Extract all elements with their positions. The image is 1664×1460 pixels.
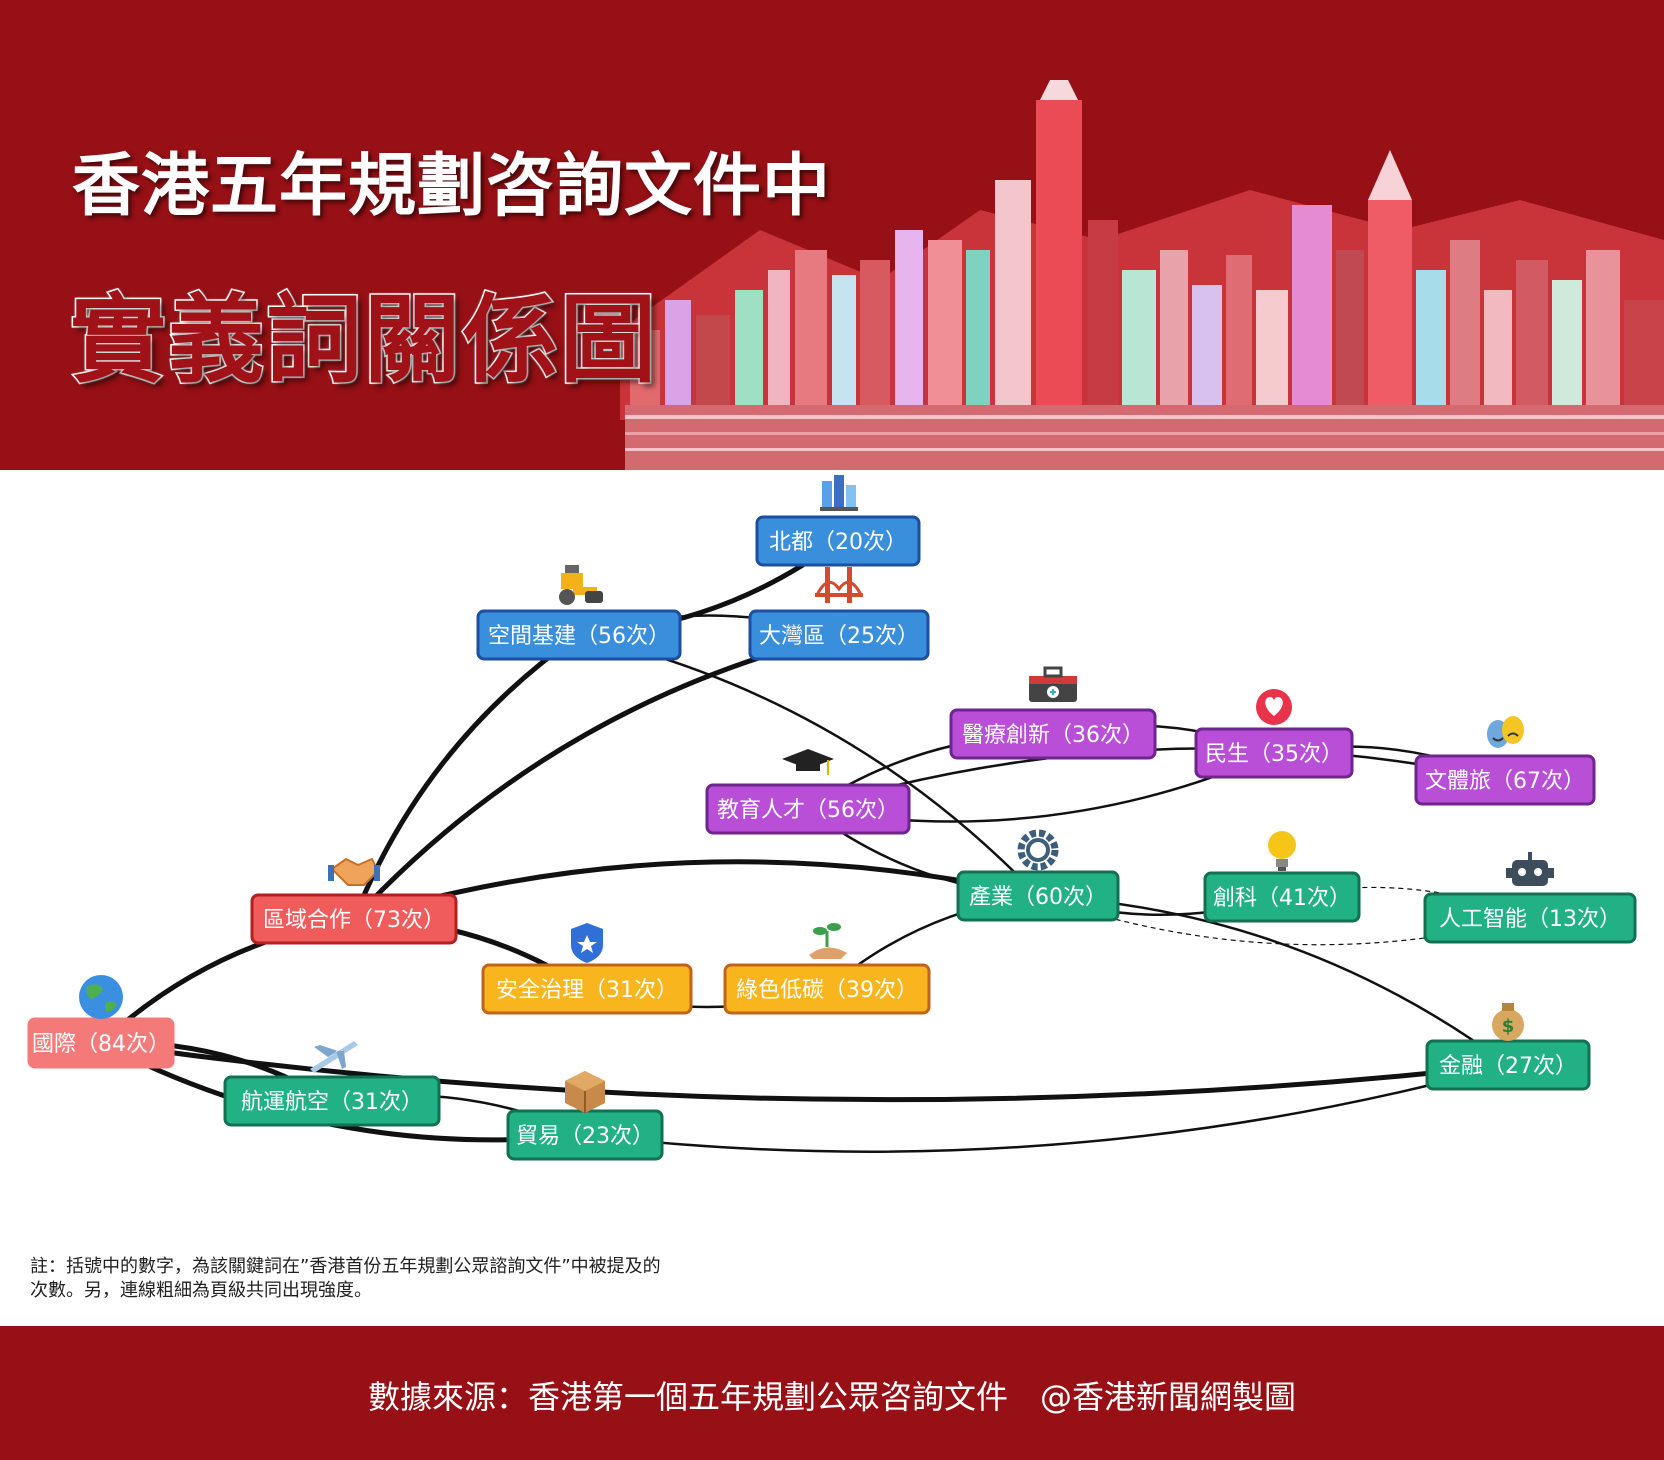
svg-text:$: $: [1502, 1016, 1515, 1037]
keyword-relation-diagram: 北都（20次） 空間基建（56次） 大灣區（25次） 醫療創新（36次） 民生（35次）…: [27, 475, 1637, 1161]
node-label: 安全治理（31次）: [496, 978, 678, 1003]
node-box: [481, 963, 693, 1015]
data-source: 數據來源：香港第一個五年規劃公眾咨詢文件 @香港新聞網製圖: [367, 1378, 1296, 1416]
node-box: [250, 893, 458, 945]
header-banner: 香港五年規劃咨詢文件中 實義詞關係圖: [0, 0, 1664, 470]
edge-n_maoyi-n_jinrong: [584, 1063, 1509, 1153]
package-icon: [565, 1071, 605, 1113]
robot-icon: [1506, 852, 1554, 886]
node-box: [476, 609, 682, 661]
hong-kong-skyline-illustration: [620, 80, 1664, 470]
node-box: [223, 1075, 441, 1127]
node-label: 區域合作（73次）: [263, 908, 445, 933]
globe-icon: [79, 975, 123, 1019]
node-box: [949, 708, 1157, 760]
node-box: [723, 963, 931, 1015]
node-label: 航運航空（31次）: [241, 1090, 423, 1115]
node-label: 產業（60次）: [969, 885, 1107, 910]
node-label: 創科（41次）: [1213, 886, 1351, 911]
bridge-icon: [815, 567, 863, 603]
node-yiliao: 醫療創新（36次）: [949, 666, 1157, 760]
node-label: 空間基建（56次）: [488, 624, 670, 649]
node-label: 醫療創新（36次）: [962, 723, 1144, 748]
node-chuangke: 創科（41次）: [1203, 831, 1361, 923]
node-label: 綠色低碳（39次）: [736, 978, 918, 1003]
node-hangyun: 航運航空（31次）: [223, 1041, 441, 1127]
node-box: [705, 783, 911, 835]
node-box: [755, 515, 921, 567]
node-box: [748, 609, 930, 661]
money-bag-icon: $: [1492, 1003, 1524, 1041]
node-chanye: 產業（60次）: [956, 829, 1120, 922]
page-subtitle: 實義詞關係圖: [69, 283, 658, 398]
node-kongjian: 空間基建（56次）: [476, 565, 682, 661]
node-label: 人工智能（13次）: [1439, 907, 1621, 932]
airplane-icon: [310, 1041, 358, 1073]
node-label: 教育人才（56次）: [717, 798, 899, 823]
seedling-icon: [809, 923, 847, 959]
node-beidu: 北都（20次）: [755, 475, 921, 567]
node-dawan: 大灣區（25次）: [748, 567, 930, 661]
node-box: [1423, 892, 1637, 944]
node-label: 民生（35次）: [1205, 742, 1343, 767]
shield-icon: [571, 923, 603, 963]
heart-icon: [1256, 689, 1292, 725]
node-label: 大灣區（25次）: [759, 624, 919, 649]
footer-banner: 數據來源：香港第一個五年規劃公眾咨詢文件 @香港新聞網製圖: [0, 1326, 1664, 1460]
node-label: 金融（27次）: [1439, 1054, 1577, 1079]
node-guoji: 國際（84次）: [27, 975, 175, 1069]
node-label: 國際（84次）: [32, 1032, 170, 1057]
node-maoyi: 貿易（23次）: [506, 1071, 664, 1161]
graduation-cap-icon: [782, 749, 834, 775]
node-box: [956, 870, 1120, 922]
theater-masks-icon: [1487, 716, 1524, 748]
light-bulb-icon: [1268, 831, 1296, 871]
road-roller-icon: [559, 565, 603, 605]
nodes-layer: 北都（20次） 空間基建（56次） 大灣區（25次） 醫療創新（36次） 民生（35次）…: [27, 475, 1637, 1161]
medical-kit-icon: [1029, 666, 1077, 702]
node-label: 北都（20次）: [769, 530, 907, 555]
node-box: [1203, 871, 1361, 923]
node-minsheng: 民生（35次）: [1194, 689, 1354, 779]
node-box: [1414, 754, 1596, 806]
buildings-icon: [820, 475, 858, 511]
node-box: [1194, 727, 1354, 779]
node-lvse: 綠色低碳（39次）: [723, 923, 931, 1015]
handshake-icon: [328, 857, 380, 886]
node-jiaoyu: 教育人才（56次）: [705, 749, 911, 835]
node-label: 文體旅（67次）: [1425, 769, 1585, 794]
page-title: 香港五年規劃咨詢文件中: [72, 147, 832, 226]
node-anquan: 安全治理（31次）: [481, 923, 693, 1015]
node-ai: 人工智能（13次）: [1423, 852, 1637, 944]
gear-icon: [1017, 829, 1059, 871]
node-quyu: 區域合作（73次）: [250, 857, 458, 945]
node-label: 貿易（23次）: [516, 1124, 654, 1149]
node-jinrong: 金融（27次） $: [1425, 1003, 1591, 1091]
edge-n_dawan-n_quyu: [352, 632, 840, 921]
footnote: 註：括號中的數字，為該關鍵詞在”香港首份五年規劃公眾諮詢文件”中被提及的次數。另…: [30, 1256, 661, 1301]
node-wenti: 文體旅（67次）: [1414, 716, 1596, 806]
